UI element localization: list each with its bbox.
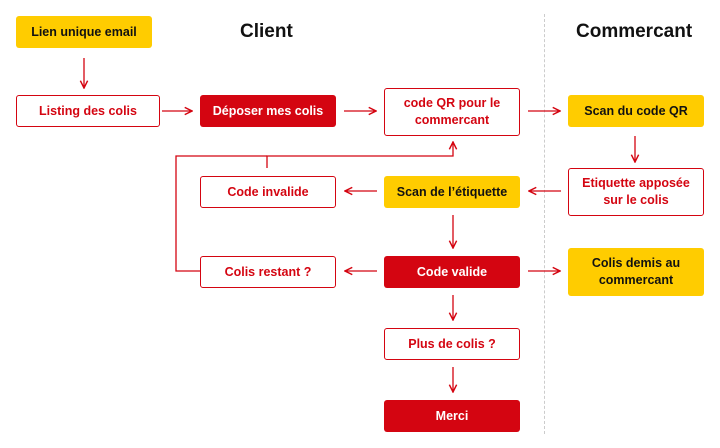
node-code-valide: Code valide: [384, 256, 520, 288]
node-colis-demis-au-commercant: Colis demis au commercant: [568, 248, 704, 296]
arrow-invalide-back-to-qr: [266, 142, 453, 168]
node-lien-unique-email: Lien unique email: [16, 16, 152, 48]
node-scan-etiquette: Scan de l’étiquette: [384, 176, 520, 208]
node-label: Scan du code QR: [584, 103, 688, 118]
node-code-qr-commercant: code QR pour le commercant: [384, 88, 520, 136]
node-scan-du-code-qr: Scan du code QR: [568, 95, 704, 127]
node-listing-des-colis: Listing des colis: [16, 95, 160, 127]
node-label: Déposer mes colis: [212, 103, 324, 118]
node-label-line1: Etiquette apposée: [582, 176, 690, 191]
node-merci: Merci: [384, 400, 520, 432]
node-label: Scan de l’étiquette: [396, 184, 508, 199]
node-label: Code valide: [416, 264, 488, 279]
node-label-line2: commercant: [414, 113, 490, 127]
node-label: Plus de colis ?: [408, 336, 496, 351]
heading-client: Client: [240, 21, 293, 42]
heading-commercant: Commercant: [576, 21, 693, 42]
node-label-line1: code QR pour le: [403, 96, 501, 111]
lane-divider: [544, 14, 545, 434]
node-plus-de-colis: Plus de colis ?: [384, 328, 520, 360]
node-label: Code invalide: [227, 184, 309, 199]
node-label: Lien unique email: [31, 24, 137, 39]
node-etiquette-apposee: Etiquette apposée sur le colis: [568, 168, 704, 216]
node-label: Listing des colis: [39, 103, 137, 118]
node-deposer-mes-colis: Déposer mes colis: [200, 95, 336, 127]
node-label-line2: commercant: [598, 273, 674, 287]
node-label: Merci: [435, 408, 469, 423]
node-label-line1: Colis demis au: [591, 256, 681, 271]
node-colis-restant: Colis restant ?: [200, 256, 336, 288]
arrow-restant-loop: [175, 155, 267, 272]
node-label: Colis restant ?: [224, 264, 312, 279]
node-label-line2: sur le colis: [603, 193, 669, 207]
node-code-invalide: Code invalide: [200, 176, 336, 208]
